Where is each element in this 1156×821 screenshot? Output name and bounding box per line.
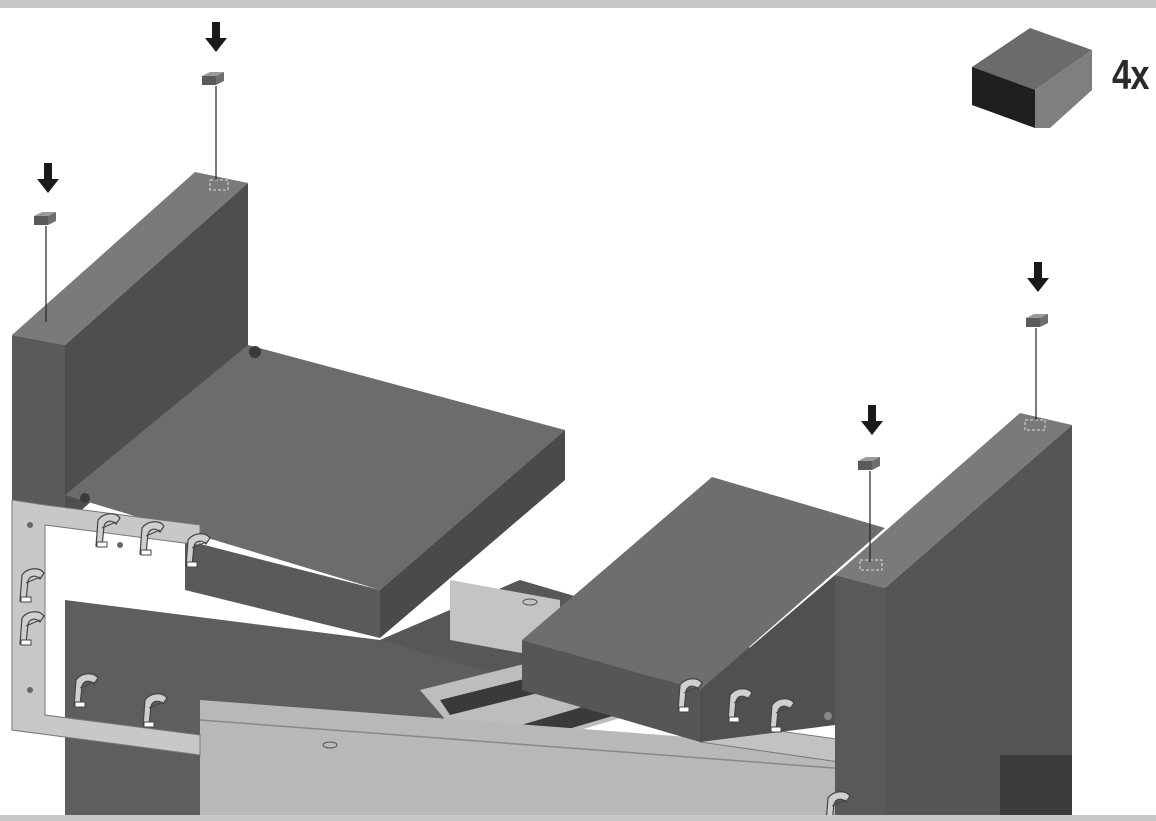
pad-placement-2: [34, 163, 59, 322]
felt-pad: [858, 457, 880, 470]
right-side-panel: [835, 413, 1072, 815]
felt-pad: [34, 212, 56, 225]
down-arrow-icon: [861, 405, 883, 435]
bottom-border: [0, 815, 1156, 821]
down-arrow-icon: [37, 163, 59, 193]
left-metal-bracket: [11, 499, 201, 756]
quantity-label: 4x: [1112, 51, 1149, 98]
pad-placement-3: [1026, 262, 1049, 420]
felt-pad: [1026, 314, 1048, 327]
down-arrow-icon: [205, 22, 227, 52]
top-border: [0, 0, 1156, 8]
right-shelf-board: [522, 477, 885, 742]
felt-pad-icon: [972, 28, 1092, 128]
down-arrow-icon: [1027, 262, 1049, 292]
left-side-panel: [12, 172, 248, 525]
felt-pad: [202, 72, 224, 85]
pad-placement-4: [858, 405, 883, 562]
pad-placement-1: [202, 22, 227, 180]
